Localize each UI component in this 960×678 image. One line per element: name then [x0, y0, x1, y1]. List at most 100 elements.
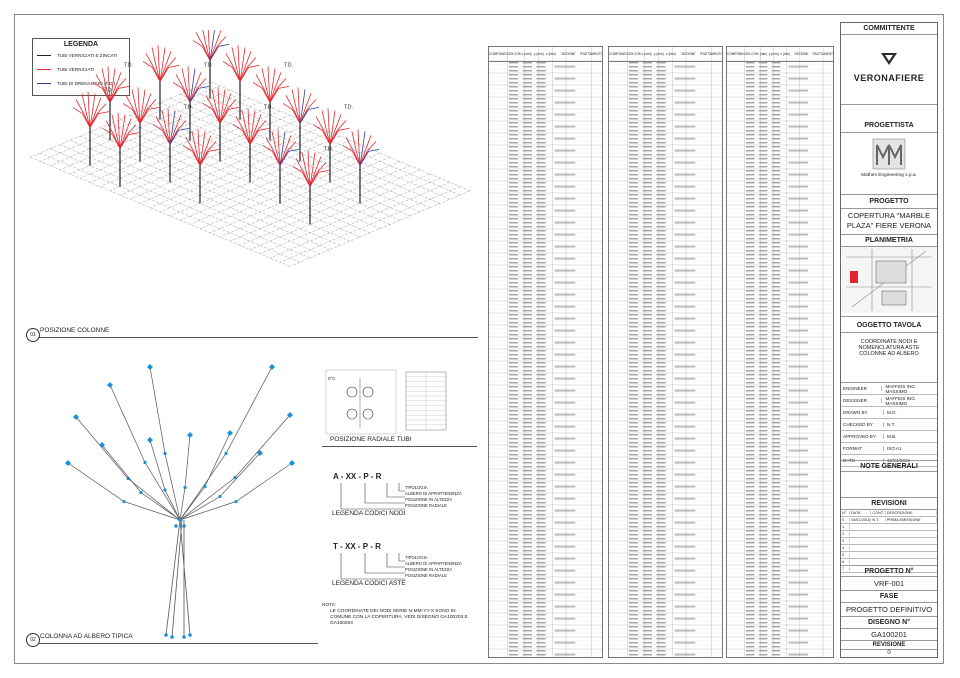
table-value-cell: [508, 638, 519, 640]
table-value-cell: [536, 442, 546, 444]
table-value-cell: [656, 626, 666, 628]
table-value-cell: [508, 146, 519, 148]
table-value-cell: [745, 282, 755, 284]
table-value-cell: [522, 66, 532, 68]
title-field-key: APPROVED BY: [841, 434, 884, 439]
table-value-cell: [628, 102, 639, 104]
table-value-cell: [522, 454, 532, 456]
table-section-cell: [554, 437, 576, 440]
table-value-cell: [522, 402, 532, 404]
table-value-cell: [745, 138, 755, 140]
table-value-cell: [745, 258, 755, 260]
table-value-cell: [536, 218, 546, 220]
table-header-cell: COMPONENTE: [609, 52, 626, 56]
table-value-cell: [758, 414, 768, 416]
table-value-cell: [758, 146, 768, 148]
table-value-cell: [771, 442, 781, 444]
tree-branch: [239, 47, 246, 82]
table-value-cell: [522, 358, 532, 360]
table-value-cell: [508, 246, 519, 248]
table-value-cell: [642, 562, 652, 564]
table-value-cell: [771, 130, 781, 132]
table-value-cell: [771, 554, 781, 556]
table-value-cell: [522, 618, 532, 620]
table-value-cell: [656, 154, 666, 156]
table-value-cell: [745, 298, 755, 300]
table-value-cell: [771, 134, 781, 136]
table-value-cell: [758, 554, 768, 556]
table-value-cell: [656, 386, 666, 388]
table-value-cell: [522, 262, 532, 264]
table-value-cell: [536, 270, 546, 272]
node-marker: [147, 437, 153, 443]
table-value-cell: [508, 114, 519, 116]
tree-trunk-legs: [165, 519, 191, 638]
code-line: TIPOLOGIA: [405, 555, 428, 560]
table-value-cell: [628, 574, 639, 576]
table-value-cell: [745, 266, 755, 268]
table-value-cell: [656, 98, 666, 100]
table-value-cell: [508, 502, 519, 504]
revision-row: 4: [841, 545, 937, 552]
table-value-cell: [771, 418, 781, 420]
table-value-cell: [628, 578, 639, 580]
table-value-cell: [628, 118, 639, 120]
table-value-cell: [656, 394, 666, 396]
tree-branch: [159, 65, 180, 82]
table-value-cell: [508, 418, 519, 420]
table-value-cell: [508, 210, 519, 212]
table-value-cell: [771, 146, 781, 148]
table-value-cell: [508, 626, 519, 628]
table-value-cell: [642, 554, 652, 556]
legend-swatch: [37, 82, 51, 84]
table-value-cell: [536, 106, 546, 108]
table-value-cell: [745, 106, 755, 108]
table-value-cell: [522, 274, 532, 276]
table-value-cell: [628, 86, 639, 88]
table-value-cell: [536, 286, 546, 288]
table-value-cell: [522, 134, 532, 136]
td-label: T.D.: [124, 62, 133, 68]
table-value-cell: [536, 366, 546, 368]
table-value-cell: [758, 570, 768, 572]
tree-branch: [199, 135, 212, 166]
table-value-cell: [758, 402, 768, 404]
table-value-cell: [656, 74, 666, 76]
table-value-cell: [628, 254, 639, 256]
table-value-cell: [745, 186, 755, 188]
table-value-cell: [656, 194, 666, 196]
table-value-cell: [628, 434, 639, 436]
table-value-cell: [536, 634, 546, 636]
table-value-cell: [642, 150, 652, 152]
table-value-cell: [536, 334, 546, 336]
table-value-cell: [628, 466, 639, 468]
table-section-cell: [554, 521, 576, 524]
table-value-cell: [758, 582, 768, 584]
tree-branch: [359, 135, 372, 166]
table-value-cell: [508, 478, 519, 480]
table-value-cell: [758, 174, 768, 176]
tree-branch: [262, 145, 281, 166]
table-value-cell: [508, 134, 519, 136]
table-value-cell: [628, 310, 639, 312]
table-section-cell: [788, 593, 808, 596]
node-marker: [107, 382, 113, 388]
table-value-cell: [758, 610, 768, 612]
td-label: T.D.: [344, 104, 353, 110]
table-value-cell: [522, 486, 532, 488]
table-value-cell: [771, 214, 781, 216]
table-value-cell: [628, 110, 639, 112]
table-value-cell: [508, 322, 519, 324]
table-value-cell: [536, 630, 546, 632]
table-value-cell: [536, 238, 546, 240]
isometric-columns-view: T.D.T.D.T.D.T.D.T.D.T.D.T.D.T.D.T.D.: [29, 30, 471, 267]
table-value-cell: [656, 442, 666, 444]
table-value-cell: [522, 282, 532, 284]
table-value-cell: [745, 566, 755, 568]
table-value-cell: [522, 366, 532, 368]
tree-branch: [301, 152, 311, 187]
table-value-cell: [536, 158, 546, 160]
table-value-cell: [642, 114, 652, 116]
table-value-cell: [771, 630, 781, 632]
table-value-cell: [771, 538, 781, 540]
